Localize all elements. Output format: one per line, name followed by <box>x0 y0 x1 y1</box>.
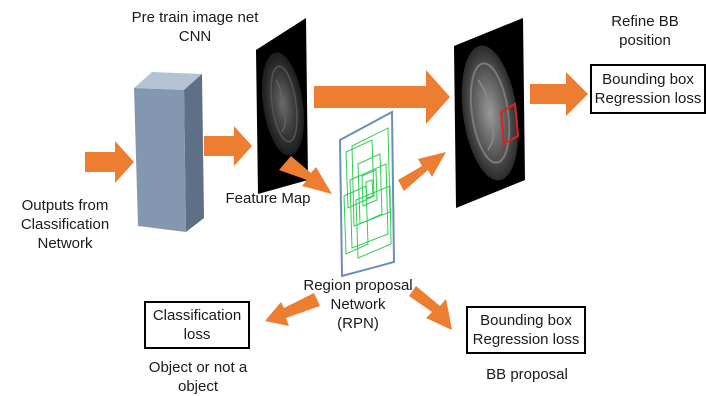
output-image <box>454 18 525 208</box>
arrow-output-to-bbox <box>530 72 588 116</box>
rpn-label: Region proposal Network (RPN) <box>303 277 413 332</box>
arrow-rpn-to-bbox-proposal <box>409 286 452 330</box>
cnn-block <box>134 72 204 232</box>
arrow-rpn-to-classification <box>265 293 320 326</box>
arrow-cnn-to-feature <box>204 126 252 166</box>
refine-bb-label: Refine BB position <box>611 13 679 49</box>
pretrain-cnn-label: Pre train image net CNN <box>131 9 259 45</box>
object-label: Object or not a object <box>148 359 248 395</box>
classification-loss-box: Classification loss <box>144 301 250 349</box>
rpn-panel <box>338 110 396 278</box>
bbox-regression-loss-bottom: Bounding box Regression loss <box>466 306 586 354</box>
arrow-feature-to-output <box>314 70 450 124</box>
bb-proposal-label: BB proposal <box>486 366 568 383</box>
arrow-input <box>85 141 134 183</box>
outputs-label: Outputs from Classification Network <box>20 197 110 252</box>
detection-box <box>499 102 520 146</box>
arrow-feature-to-rpn <box>279 156 332 194</box>
feature-map-label: Feature Map <box>225 190 311 207</box>
bbox-regression-loss-top: Bounding box Regression loss <box>590 64 706 114</box>
arrow-rpn-to-output <box>398 152 446 191</box>
arrows <box>85 70 588 330</box>
feature-map-image <box>256 18 308 194</box>
